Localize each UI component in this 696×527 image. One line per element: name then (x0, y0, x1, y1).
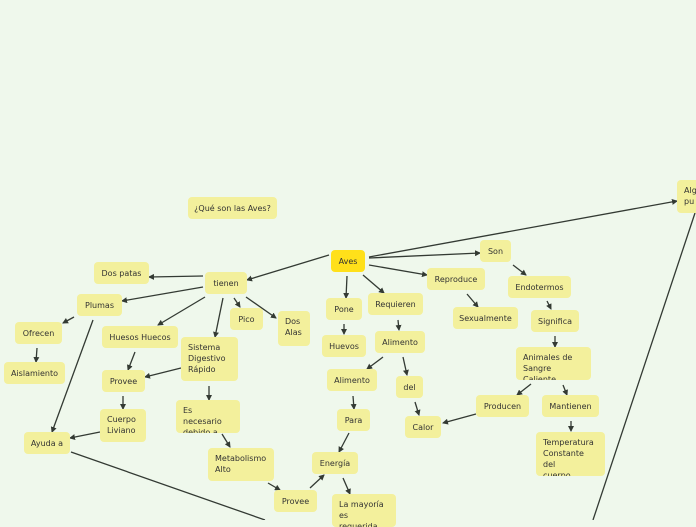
connector-arrow (466, 293, 479, 308)
connector-arrow (148, 273, 204, 280)
node-ayuda-a[interactable]: Ayuda a (24, 432, 70, 454)
connector-arrow (233, 297, 241, 308)
connector-arrow (402, 356, 409, 376)
connector-arrow (121, 286, 204, 304)
node-sistema-digestivo[interactable]: Sistema Digestivo Rápido (181, 337, 238, 381)
connector-arrow (245, 296, 277, 319)
connector-arrow (157, 296, 206, 326)
node-endotermos[interactable]: Endotermos (508, 276, 571, 298)
node-es-necesario[interactable]: Es necesario debido a (176, 400, 240, 433)
node-producen[interactable]: Producen (476, 395, 529, 417)
node-temperatura-constante[interactable]: Temperatura Constante del cuerpo (536, 432, 605, 476)
node-provee[interactable]: Provee (102, 370, 145, 392)
node-tienen[interactable]: tienen (205, 272, 247, 294)
node-mantienen[interactable]: Mantienen (542, 395, 599, 417)
connector-arrow (414, 401, 421, 416)
connector-arrow (592, 212, 696, 520)
connector-arrow (366, 356, 384, 370)
connector-arrow (562, 384, 568, 396)
connector-arrow (267, 482, 281, 491)
connector-arrow (368, 264, 428, 278)
connector-arrow (309, 474, 325, 489)
node-cuerpo-liviano[interactable]: Cuerpo Liviano (100, 409, 146, 442)
node-calor[interactable]: Calor (405, 416, 441, 438)
connector-arrow (213, 297, 224, 338)
connector-arrow (62, 316, 75, 324)
connector-arrow (362, 274, 385, 294)
node-pico[interactable]: Pico (230, 308, 263, 330)
node-reproduce[interactable]: Reproduce (427, 268, 485, 290)
node-requieren[interactable]: Requieren (368, 293, 423, 315)
node-significa[interactable]: Significa (531, 310, 579, 332)
node-dos-patas[interactable]: Dos patas (94, 262, 149, 284)
connector-arrow (70, 451, 266, 520)
node-para[interactable]: Para (337, 409, 370, 431)
node-huevos[interactable]: Huevos (322, 335, 366, 357)
connector-arrow (342, 477, 351, 495)
connector-arrow (127, 351, 136, 371)
connector-arrow (33, 347, 40, 363)
node-son[interactable]: Son (480, 240, 511, 262)
node-pone[interactable]: Pone (326, 298, 362, 320)
node-del[interactable]: del (396, 376, 423, 398)
node-sexualmente[interactable]: Sexualmente (453, 307, 518, 329)
connector-arrow (368, 198, 678, 258)
connector-arrow (442, 413, 477, 425)
connector-arrow (512, 264, 527, 276)
node-alimento[interactable]: Alimento (375, 331, 425, 353)
connector-arrow (144, 367, 182, 379)
connector-arrow (69, 431, 101, 440)
connector-arrow (395, 319, 402, 331)
node-metabolismo-alto[interactable]: Metabolismo Alto (208, 448, 274, 481)
node-la-mayoria[interactable]: La mayoría es requerida (332, 494, 396, 527)
map-title-node[interactable]: ¿Qué son las Aves? (188, 197, 277, 219)
node-energia[interactable]: Energía (312, 452, 358, 474)
node-huesos-huecos[interactable]: Huesos Huecos (102, 326, 178, 348)
node-animales-sangre-caliente[interactable]: Animales de Sangre Caliente (516, 347, 591, 380)
connector-arrow (246, 254, 330, 282)
connector-arrow (221, 433, 231, 448)
node-plumas[interactable]: Plumas (77, 294, 122, 316)
root-node-aves[interactable]: Aves (331, 250, 365, 272)
node-dos-alas[interactable]: Dos Alas (278, 311, 310, 346)
connector-arrow (343, 275, 350, 299)
node-ofrecen[interactable]: Ofrecen (15, 322, 62, 344)
node-aislamiento[interactable]: Aislamiento (4, 362, 65, 384)
connector-arrow (338, 432, 350, 453)
node-algunos-cut-off[interactable]: Alg pu (677, 180, 696, 213)
connector-arrow (546, 300, 552, 310)
connector-arrow (350, 395, 357, 410)
connector-arrow (368, 250, 481, 259)
node-alimento-2[interactable]: Alimento (327, 369, 377, 391)
connector-arrow (516, 383, 532, 396)
node-provee-2[interactable]: Provee (274, 490, 317, 512)
connector-arrow (50, 319, 94, 433)
